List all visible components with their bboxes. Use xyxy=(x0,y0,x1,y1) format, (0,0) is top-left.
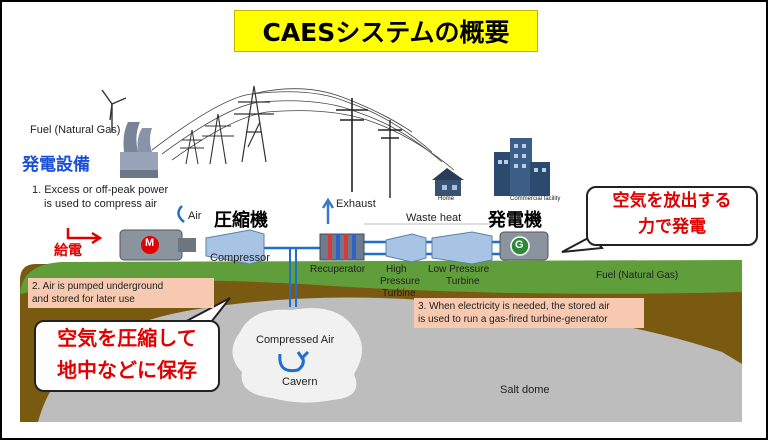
commercial-label: Commercial facility xyxy=(510,196,561,202)
page-title: CAESシステムの概要 xyxy=(234,10,538,52)
step2-line2: and stored for later use xyxy=(32,294,135,305)
step2-line1: 2. Air is pumped underground xyxy=(32,281,164,292)
motor-letter: M xyxy=(145,237,155,249)
hp-turbine-label-3: Turbine xyxy=(382,288,416,299)
salt-dome-label: Salt dome xyxy=(500,384,550,396)
power-lines xyxy=(151,88,455,171)
low-pressure-turbine xyxy=(431,231,493,265)
home-icon xyxy=(432,168,464,196)
cavern xyxy=(232,308,362,403)
air-arrow-icon xyxy=(177,205,185,223)
waste-heat-label: Waste heat xyxy=(406,212,462,224)
motor xyxy=(119,229,196,261)
exhaust-label: Exhaust xyxy=(336,198,376,210)
step2-note: 2. Air is pumped underground and stored … xyxy=(28,278,214,308)
fuel-label-right: Fuel (Natural Gas) xyxy=(596,270,679,281)
transmission-tower-3 xyxy=(180,129,204,165)
exhaust-arrow-icon xyxy=(321,197,335,224)
cavern-arrow-icon xyxy=(278,350,310,373)
air-label: Air xyxy=(188,210,202,222)
callout-compress-store: 空気を圧縮して 地中などに保存 xyxy=(34,320,220,392)
wind-turbine-icon xyxy=(101,89,127,132)
supply-arrow-icon xyxy=(66,228,103,245)
step3-line2: is used to run a gas-fired turbine-gener… xyxy=(418,314,608,325)
recuperator xyxy=(319,233,365,261)
compressed-air-label: Compressed Air xyxy=(256,334,335,346)
callout-right-line1: 空気を放出する xyxy=(612,191,732,211)
generator xyxy=(499,231,549,261)
power-plant-icon xyxy=(120,122,158,178)
step1-line1: 1. Excess or off-peak power xyxy=(32,184,169,196)
cavern-label: Cavern xyxy=(282,376,318,388)
recuperator-label: Recuperator xyxy=(310,264,366,275)
generator-jp-label: 発電機 xyxy=(488,210,542,231)
utility-pole-2 xyxy=(378,120,402,198)
transmission-tower-1 xyxy=(234,85,274,163)
utility-pole-1 xyxy=(336,98,368,192)
ground-surface xyxy=(20,260,742,294)
callout-left-line1: 空気を圧縮して xyxy=(57,326,197,350)
hp-turbine-label-2: Pressure xyxy=(380,276,421,287)
transmission-tower-2 xyxy=(202,113,234,165)
lp-turbine-label-2: Turbine xyxy=(446,276,480,287)
fuel-label-left: Fuel (Natural Gas) xyxy=(30,124,121,136)
high-pressure-turbine xyxy=(385,233,427,263)
step3-line1: 3. When electricity is needed, the store… xyxy=(418,301,610,312)
air-pipes xyxy=(289,248,297,307)
compressor xyxy=(205,229,265,265)
callout-right-line2: 力で発電 xyxy=(638,217,706,237)
callout-left-line2: 地中などに保存 xyxy=(57,358,197,382)
hp-turbine-label-1: High xyxy=(386,264,407,275)
commercial-building-icon xyxy=(494,138,550,196)
home-label: Home xyxy=(438,196,455,202)
generator-letter: G xyxy=(515,239,524,251)
callout-generate-power: 空気を放出する 力で発電 xyxy=(586,186,758,246)
supply-label: 給電 xyxy=(54,243,82,259)
step3-note: 3. When electricity is needed, the store… xyxy=(414,298,644,328)
power-plant-label: 発電設備 xyxy=(22,155,90,175)
compressor-label: Compressor xyxy=(210,252,270,264)
lp-turbine-label-1: Low Pressure xyxy=(428,264,490,275)
compressor-jp-label: 圧縮機 xyxy=(214,210,268,231)
step1-line2: is used to compress air xyxy=(44,198,158,210)
